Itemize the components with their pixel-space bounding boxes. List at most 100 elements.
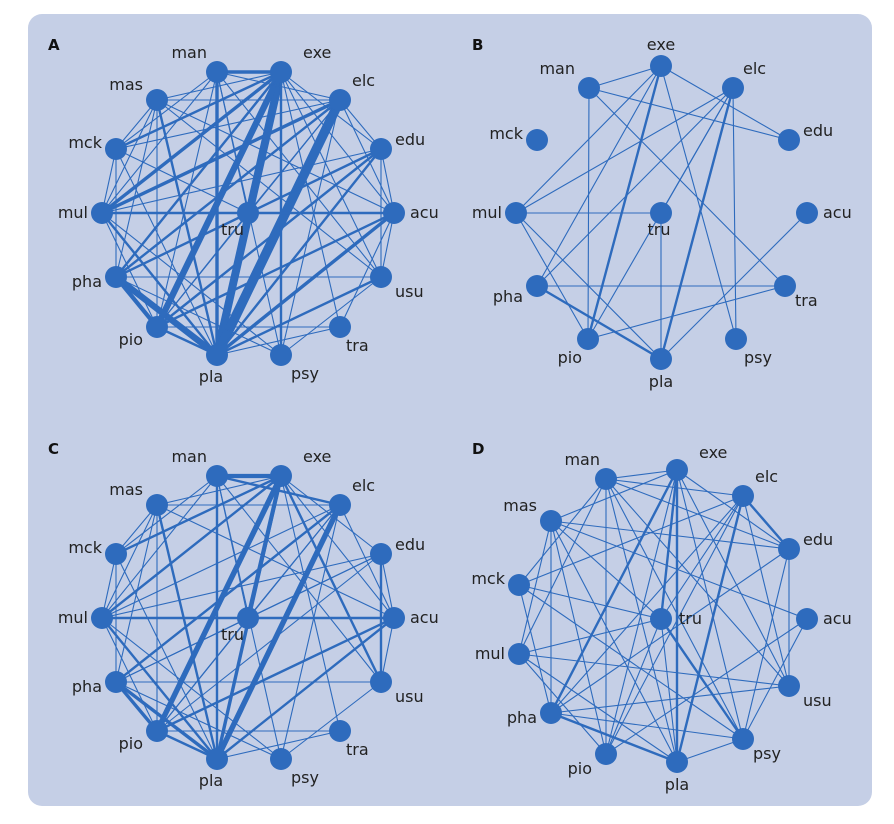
- edge-man-mul: [101, 475, 218, 619]
- edge-pio-mul: [518, 653, 607, 755]
- edge-mul-mas: [101, 504, 158, 619]
- edge-elc-mck: [518, 495, 744, 586]
- edge-pla-pio: [155, 729, 219, 761]
- node-edu: [778, 538, 800, 560]
- edge-elc-pio: [605, 495, 744, 755]
- edge-usu-psy: [280, 276, 382, 356]
- node-tra: [329, 316, 351, 338]
- node-exe: [270, 61, 292, 83]
- edge-elc-psy: [732, 87, 737, 340]
- node-psy: [725, 328, 747, 350]
- edge-edu-psy: [742, 548, 790, 740]
- node-label-tru: tru: [648, 220, 671, 239]
- node-label-exe: exe: [699, 443, 727, 462]
- node-label-pla: pla: [665, 775, 689, 794]
- node-label-exe: exe: [303, 447, 331, 466]
- edge-mul-mas: [518, 520, 552, 655]
- edge-exe-psy: [660, 65, 737, 340]
- node-mck: [508, 574, 530, 596]
- edge-mck-exe: [114, 70, 283, 151]
- edge-pha-pla: [535, 284, 663, 361]
- edge-exe-edu: [280, 475, 382, 555]
- node-label-pla: pla: [649, 372, 673, 391]
- node-man: [206, 61, 228, 83]
- edge-pio-acu: [155, 616, 396, 733]
- edge-exe-tra: [280, 71, 341, 328]
- edge-mul-pla: [100, 211, 219, 357]
- edge-exe-pio: [605, 469, 678, 755]
- node-label-psy: psy: [753, 744, 781, 763]
- edge-elc-tru: [660, 495, 744, 620]
- node-pla: [206, 344, 228, 366]
- edge-pio-acu: [155, 211, 396, 329]
- edge-tra-pla: [216, 730, 341, 760]
- edge-mck-tru: [115, 148, 249, 214]
- node-label-psy: psy: [291, 768, 319, 787]
- node-label-edu: edu: [803, 530, 833, 549]
- edge-pha-mas: [115, 504, 158, 683]
- edge-mas-usu: [156, 99, 382, 278]
- node-label-acu: acu: [410, 203, 439, 222]
- edge-exe-pio: [586, 64, 663, 341]
- edge-exe-edu: [676, 469, 790, 550]
- node-tru: [650, 202, 672, 224]
- edge-man-usu: [216, 71, 382, 278]
- edge-exe-usu: [280, 71, 382, 278]
- panel-label-b: B: [472, 36, 483, 54]
- edge-pio-tra: [587, 285, 786, 340]
- node-man: [206, 465, 228, 487]
- node-label-elc: elc: [755, 467, 778, 486]
- edge-mas-tru: [550, 520, 662, 620]
- edge-man-mul: [518, 478, 607, 655]
- edge-man-usu: [216, 475, 382, 683]
- node-elc: [732, 485, 754, 507]
- edge-mas-exe: [156, 475, 282, 506]
- node-psy: [732, 728, 754, 750]
- node-pha: [105, 671, 127, 693]
- panel-label-c: C: [48, 440, 59, 458]
- node-elc: [722, 77, 744, 99]
- node-label-mas: mas: [109, 75, 143, 94]
- edge-pio-mul: [101, 617, 158, 732]
- node-label-tru: tru: [679, 609, 702, 628]
- node-label-man: man: [171, 447, 207, 466]
- edge-man-mck: [115, 475, 218, 555]
- node-label-tra: tra: [795, 291, 818, 310]
- node-label-usu: usu: [395, 687, 424, 706]
- node-label-psy: psy: [744, 348, 772, 367]
- edge-pla-acu: [215, 211, 396, 357]
- node-acu: [796, 202, 818, 224]
- edge-pio-edu: [156, 553, 382, 732]
- node-label-mck: mck: [489, 124, 523, 143]
- edge-mul-elc: [100, 98, 342, 215]
- edge-mul-exe: [100, 474, 283, 620]
- node-usu: [778, 675, 800, 697]
- edge-man-edu: [588, 87, 790, 141]
- edge-man-elc: [605, 478, 744, 497]
- node-label-pla: pla: [199, 367, 223, 386]
- node-pio: [146, 316, 168, 338]
- edge-pha-elc: [114, 98, 342, 279]
- node-label-tru: tru: [221, 625, 244, 644]
- edge-exe-mas: [550, 469, 678, 522]
- node-label-pio: pio: [119, 330, 143, 349]
- edge-exe-pha: [536, 65, 662, 287]
- edge-edu-mul: [101, 553, 382, 619]
- edge-man-mck: [115, 71, 218, 150]
- edge-pha-pla: [549, 711, 679, 764]
- node-label-pla: pla: [199, 771, 223, 790]
- edge-elc-usu: [742, 495, 790, 687]
- node-usu: [370, 266, 392, 288]
- node-label-man: man: [539, 59, 575, 78]
- edge-exe-psy: [676, 469, 744, 740]
- edge-elc-pla: [659, 86, 735, 361]
- edge-psy-pha: [115, 276, 282, 356]
- node-edu: [370, 138, 392, 160]
- edge-mul-exe: [100, 70, 283, 215]
- node-label-mul: mul: [58, 608, 88, 627]
- edge-tru-pla: [660, 618, 678, 763]
- edge-mul-mas: [101, 99, 158, 214]
- node-acu: [383, 607, 405, 629]
